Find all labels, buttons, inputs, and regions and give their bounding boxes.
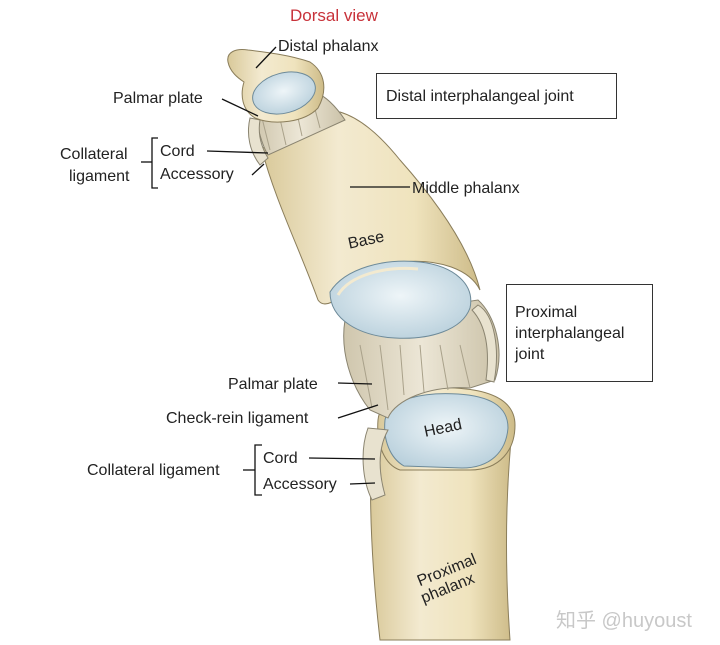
- view-title: Dorsal view: [290, 6, 378, 25]
- proximal-phalanx-shaft: [369, 429, 513, 641]
- middle-base-cartilage: [329, 260, 472, 339]
- label-accessory-bottom: Accessory: [263, 476, 337, 493]
- label-check-rein-ligament: Check-rein ligament: [166, 410, 309, 427]
- label-palmar-plate-bottom: Palmar plate: [228, 376, 318, 393]
- label-cord-top: Cord: [160, 143, 195, 160]
- pip-joint-label-1: Proximal: [515, 304, 578, 321]
- head-cartilage: [384, 393, 509, 469]
- middle-phalanx: [261, 111, 481, 305]
- leader-lines: [141, 46, 410, 496]
- pip-joint-label-2: interphalangeal: [515, 325, 625, 342]
- label-collateral-bottom: Collateral ligament: [87, 462, 220, 479]
- label-collateral-top-2: ligament: [69, 168, 130, 185]
- label-accessory-top: Accessory: [160, 166, 234, 183]
- pip-joint-label-3: joint: [515, 346, 545, 363]
- label-distal-phalanx: Distal phalanx: [278, 38, 379, 55]
- label-cord-bottom: Cord: [263, 450, 298, 467]
- pip-collateral-right: [471, 304, 497, 383]
- label-palmar-plate-top: Palmar plate: [113, 90, 203, 107]
- watermark: 知乎 @huyoust: [556, 610, 692, 632]
- pip-joint-box: Proximal interphalangeal joint: [506, 284, 653, 382]
- dip-joint-label: Distal interphalangeal joint: [386, 88, 574, 105]
- pip-collateral-left: [362, 427, 389, 501]
- label-collateral-top-1: Collateral: [60, 146, 128, 163]
- label-middle-phalanx: Middle phalanx: [412, 180, 520, 197]
- dip-joint-box: Distal interphalangeal joint: [376, 73, 617, 119]
- distal-phalanx-cartilage: [252, 71, 316, 115]
